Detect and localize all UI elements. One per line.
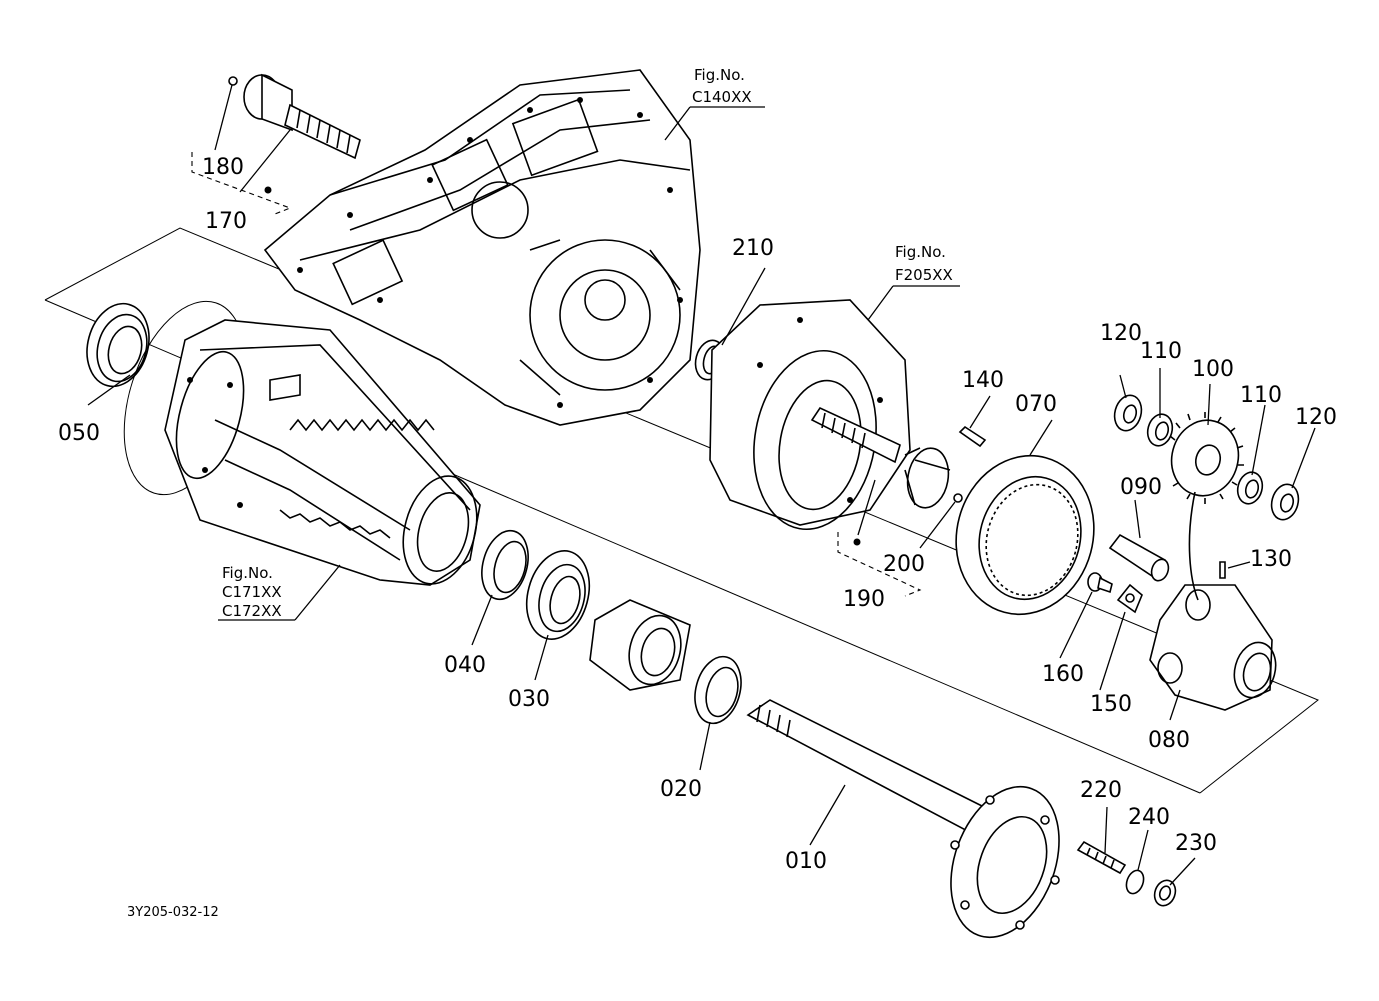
drawing-code: 3Y205-032-12	[127, 905, 219, 920]
part-number-100: 100	[1192, 357, 1234, 382]
part-number-240: 240	[1128, 805, 1170, 830]
part-number-110-left: 110	[1140, 339, 1182, 364]
part-number-170: 170	[205, 209, 247, 234]
final-case	[709, 299, 911, 531]
fig-ref-c140-label: Fig.No.	[694, 66, 745, 84]
part-number-160: 160	[1042, 662, 1084, 687]
fig-ref-f205-label: Fig.No.	[895, 243, 946, 261]
part-number-120-right: 120	[1295, 405, 1337, 430]
internal-gear-070	[955, 454, 1095, 616]
washer-240	[1125, 869, 1145, 895]
hub-bolt-220	[1076, 840, 1127, 875]
pto-shaft-170	[228, 73, 361, 194]
planet-carrier-080	[1149, 584, 1277, 711]
needle-bearing-110-left	[1146, 413, 1174, 447]
part-number-090: 090	[1120, 475, 1162, 500]
part-number-130: 130	[1250, 547, 1292, 572]
pinion-shaft-190	[810, 406, 963, 546]
transmission-case	[263, 69, 701, 426]
planet-shaft-090	[1108, 533, 1170, 582]
pin-130	[1219, 561, 1226, 579]
part-number-140: 140	[962, 368, 1004, 393]
axle-housing	[164, 319, 481, 586]
part-number-050: 050	[58, 421, 100, 446]
part-number-070: 070	[1015, 392, 1057, 417]
pin-140	[958, 425, 987, 448]
bearing-cover	[589, 599, 691, 691]
part-number-030: 030	[508, 687, 550, 712]
part-number-210: 210	[732, 236, 774, 261]
fig-ref-c140-code: C140XX	[692, 88, 752, 106]
bearing-050	[86, 302, 150, 388]
seal-040	[481, 529, 529, 601]
fig-ref-f205-code: F205XX	[895, 266, 953, 284]
leader-lines	[87, 106, 1316, 886]
fig-ref-c171-code: C171XX	[222, 583, 282, 601]
part-number-230: 230	[1175, 831, 1217, 856]
part-number-040: 040	[444, 653, 486, 678]
thrust-washer-120-left	[1113, 394, 1143, 432]
bearing-030	[525, 550, 591, 640]
part-number-010: 010	[785, 849, 827, 874]
bolt-160	[1087, 572, 1113, 594]
planetary-gear-100	[1169, 412, 1244, 504]
nut-230	[1153, 879, 1177, 907]
needle-bearing-110-right	[1236, 471, 1264, 505]
part-number-080: 080	[1148, 728, 1190, 753]
axle-shaft-010	[746, 699, 1060, 939]
part-number-200: 200	[883, 552, 925, 577]
part-number-150: 150	[1090, 692, 1132, 717]
seal-020	[694, 655, 742, 725]
part-number-020: 020	[660, 777, 702, 802]
part-number-180: 180	[202, 155, 244, 180]
fig-ref-c172-code: C172XX	[222, 602, 282, 620]
lock-plate-150	[1116, 583, 1143, 614]
part-number-120-left: 120	[1100, 321, 1142, 346]
thrust-washer-120-right	[1270, 483, 1300, 521]
part-number-110-right: 110	[1240, 383, 1282, 408]
part-number-190: 190	[843, 587, 885, 612]
fig-ref-c171-label: Fig.No.	[222, 564, 273, 582]
part-number-220: 220	[1080, 778, 1122, 803]
